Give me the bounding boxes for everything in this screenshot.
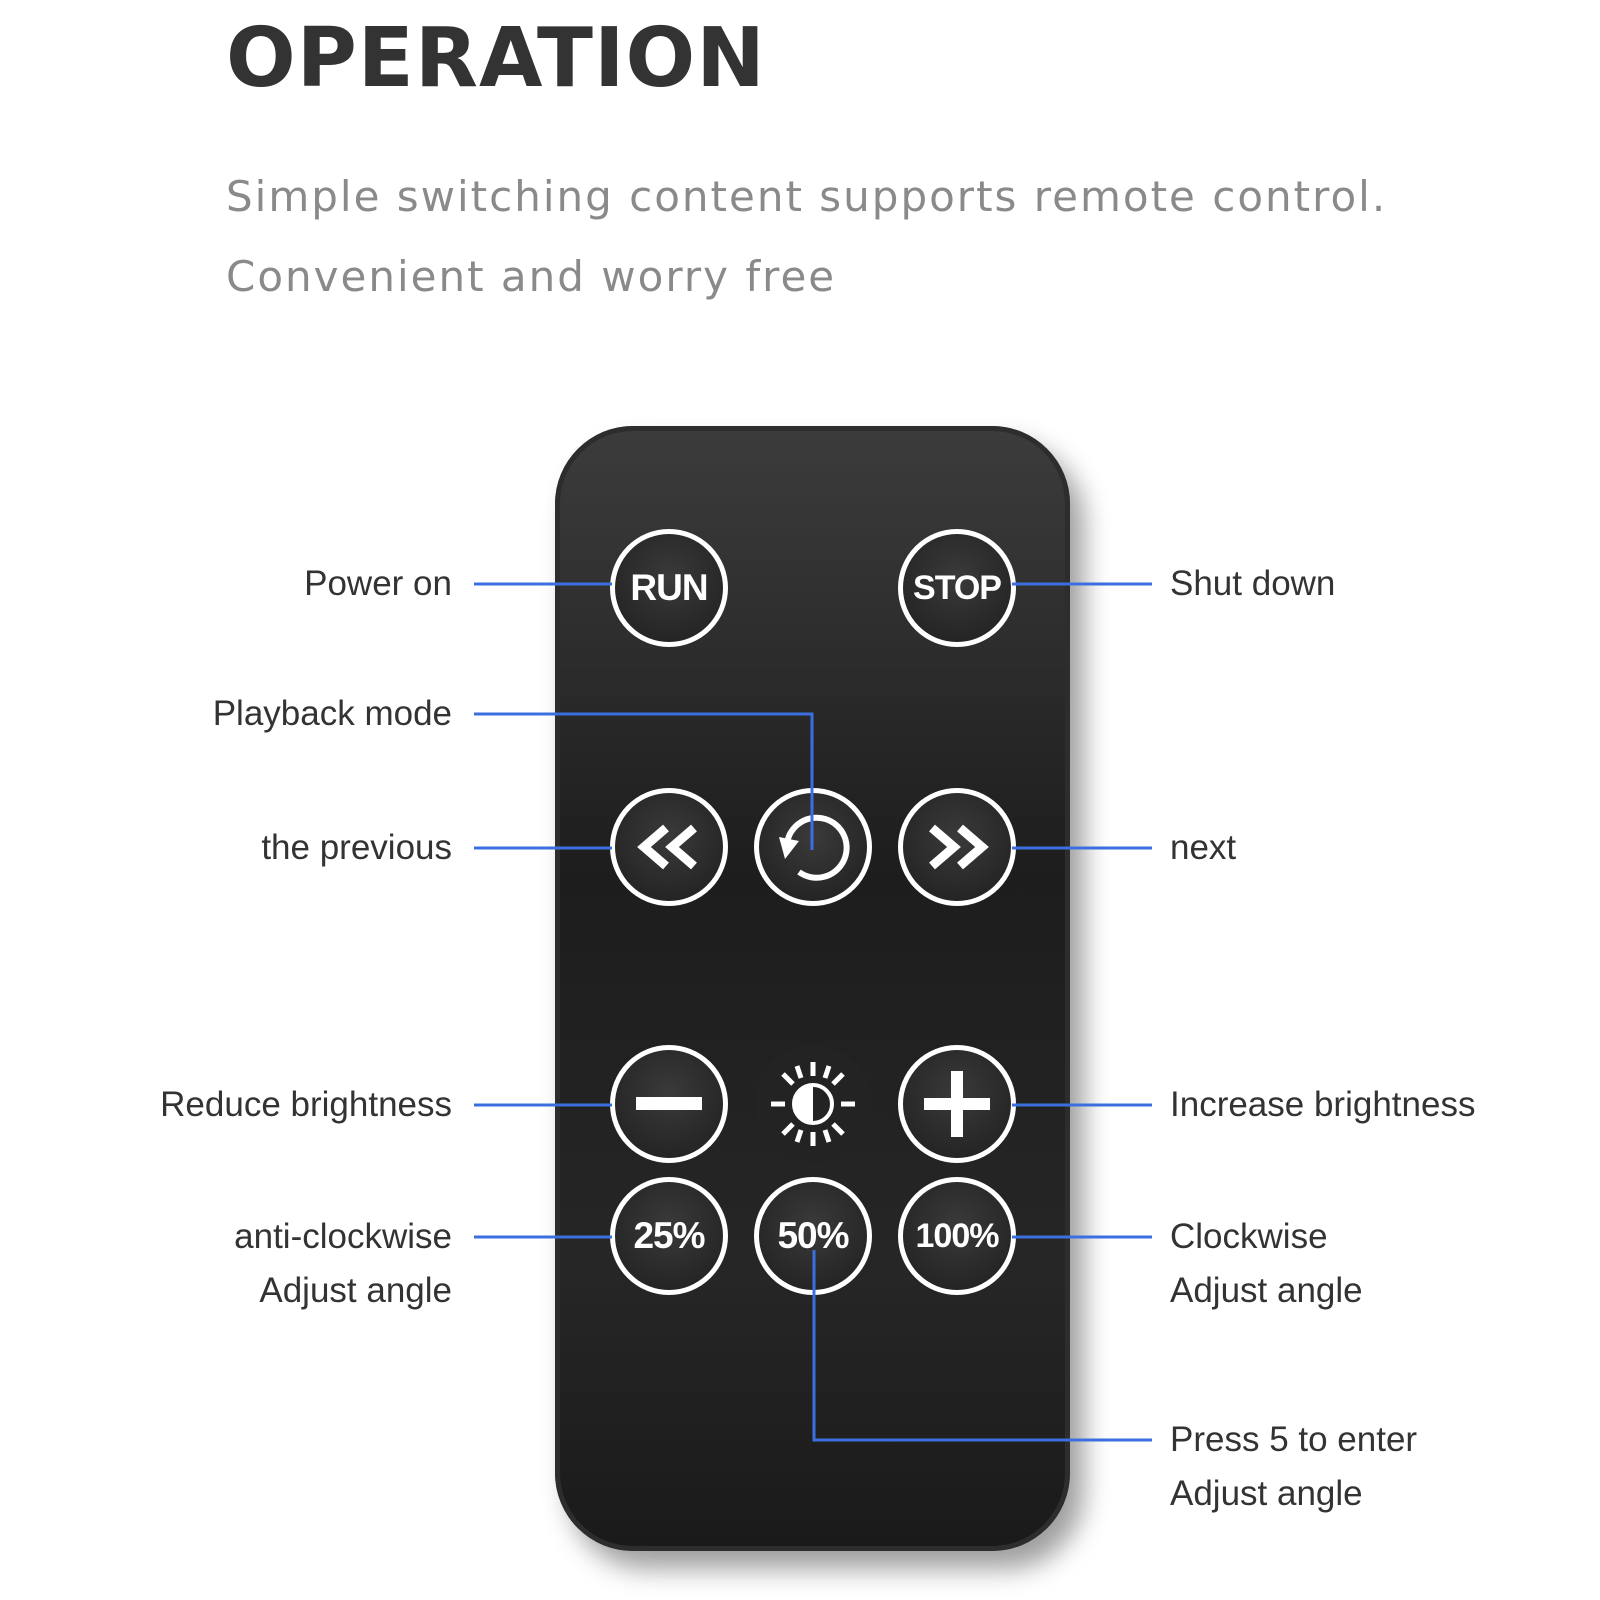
callout-previous: the previous bbox=[261, 828, 452, 867]
callout-anticlockwise: anti-clockwise Adjust angle bbox=[234, 1210, 452, 1318]
callout-press5-line2: Adjust angle bbox=[1170, 1474, 1363, 1513]
angle-50-label: 50% bbox=[777, 1215, 849, 1256]
callout-clockwise: Clockwise Adjust angle bbox=[1170, 1210, 1363, 1318]
angle-50-button[interactable]: 50% bbox=[754, 1177, 872, 1295]
callout-power-on: Power on bbox=[304, 564, 452, 603]
callout-playback-mode: Playback mode bbox=[212, 694, 452, 733]
double-chevron-right-icon bbox=[929, 824, 989, 870]
angle-25-label: 25% bbox=[633, 1215, 705, 1256]
stop-button-label: STOP bbox=[913, 568, 1002, 607]
callout-reduce-brightness: Reduce brightness bbox=[160, 1085, 452, 1124]
callout-clockwise-line1: Clockwise bbox=[1170, 1217, 1328, 1256]
double-chevron-left-icon bbox=[637, 824, 697, 870]
page-title: OPERATION bbox=[226, 11, 766, 106]
callout-next: next bbox=[1170, 828, 1237, 867]
callout-press5-line1: Press 5 to enter bbox=[1170, 1420, 1418, 1459]
subtitle-line-2: Convenient and worry free bbox=[226, 252, 837, 301]
callout-increase-brightness: Increase brightness bbox=[1170, 1085, 1476, 1124]
callout-anticlockwise-line2: Adjust angle bbox=[259, 1271, 452, 1310]
previous-button[interactable] bbox=[610, 788, 728, 906]
cycle-arrow-icon bbox=[779, 814, 850, 881]
run-button-label: RUN bbox=[630, 567, 708, 608]
reduce-brightness-button[interactable] bbox=[610, 1045, 728, 1163]
plus-icon bbox=[924, 1071, 990, 1137]
minus-icon bbox=[636, 1097, 702, 1110]
stop-button[interactable]: STOP bbox=[898, 529, 1016, 647]
callout-clockwise-line2: Adjust angle bbox=[1170, 1271, 1363, 1310]
increase-brightness-button[interactable] bbox=[898, 1045, 1016, 1163]
callout-press5: Press 5 to enter Adjust angle bbox=[1170, 1413, 1417, 1521]
subtitle-line-1: Simple switching content supports remote… bbox=[226, 172, 1388, 221]
brightness-indicator bbox=[754, 1045, 872, 1163]
angle-100-label: 100% bbox=[915, 1216, 1000, 1255]
callout-anticlockwise-line1: anti-clockwise bbox=[234, 1217, 452, 1256]
angle-25-button[interactable]: 25% bbox=[610, 1177, 728, 1295]
playback-mode-button[interactable] bbox=[754, 788, 872, 906]
angle-100-button[interactable]: 100% bbox=[898, 1177, 1016, 1295]
run-button[interactable]: RUN bbox=[610, 529, 728, 647]
callout-shut-down: Shut down bbox=[1170, 564, 1336, 603]
brightness-sun-icon bbox=[771, 1062, 855, 1146]
next-button[interactable] bbox=[898, 788, 1016, 906]
